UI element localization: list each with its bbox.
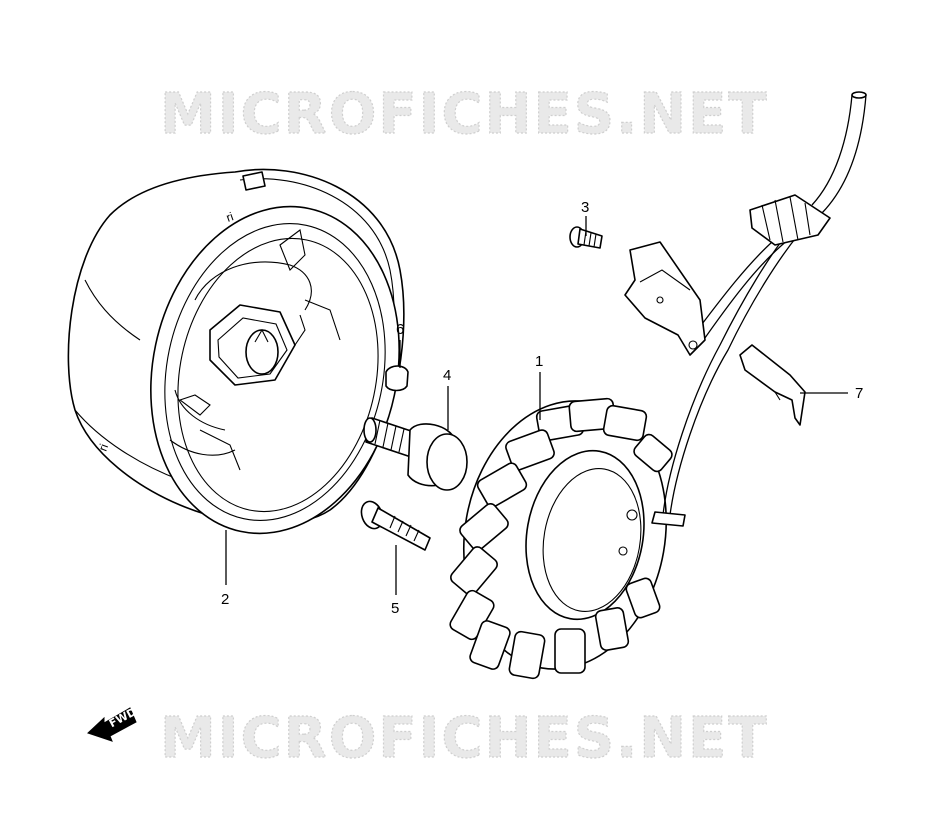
watermark-top: MICROFICHES.NET [160, 82, 769, 147]
callout-3: 3 [581, 199, 589, 216]
leader-lines [225, 216, 848, 595]
stator-part [449, 397, 673, 680]
key-part-6 [385, 365, 409, 392]
forward-arrow-icon: FWD [87, 705, 138, 742]
wire-harness [651, 91, 867, 527]
bracket-part-7 [739, 344, 806, 426]
rotor-mark-bottom: ri [96, 442, 111, 453]
screw-part-5 [360, 500, 431, 551]
callout-2: 2 [221, 591, 229, 608]
callout-1: 1 [535, 353, 543, 370]
callout-4: 4 [443, 367, 451, 384]
watermark-bottom: MICROFICHES.NET [160, 706, 769, 771]
rotor-part: ri ri [67, 168, 405, 535]
callout-6: 6 [396, 321, 404, 338]
bolt-part-4 [363, 417, 468, 491]
screw-part-3 [569, 226, 603, 249]
rotor-mark-top: ri [224, 209, 235, 224]
callout-5: 5 [391, 600, 399, 617]
callout-7: 7 [855, 385, 863, 402]
pickup-sensor-part [624, 241, 706, 356]
